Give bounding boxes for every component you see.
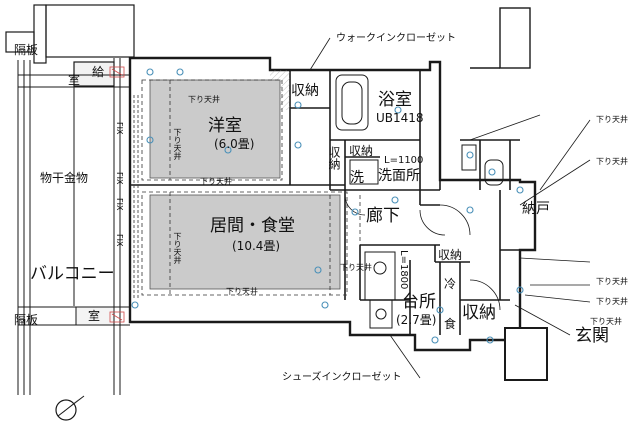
red-hatch-marks	[109, 66, 125, 323]
down-ceiling-callout-3: 下り天井	[596, 277, 628, 286]
partition-bottom-label: 隔板	[14, 313, 39, 327]
partition-top-label: 隔板	[14, 43, 39, 57]
down-ceiling-callout-4: 下り天井	[596, 297, 628, 306]
fix-label-3: FIX	[115, 198, 124, 211]
down-ceiling-inner-3: 下り天井	[226, 287, 258, 296]
entrance-box	[504, 327, 548, 381]
partition-structure-top	[5, 4, 135, 87]
entrance-label: 玄関	[575, 326, 609, 346]
fix-label-1: FIX	[115, 122, 124, 135]
walk-in-closet-label: ウォークインクローゼット	[336, 33, 456, 44]
leader-lines	[309, 37, 591, 379]
storage-top-label: 収納	[291, 83, 319, 99]
toilet	[349, 144, 504, 186]
storage-small-label: 収納	[327, 146, 341, 170]
fix-label-4: FIX	[115, 234, 124, 247]
western-room-label: 洋室	[208, 116, 242, 136]
drying-hardware-label: 物干金物	[40, 171, 89, 185]
kitchen-label: 台所	[402, 292, 436, 312]
down-ceiling-inner-5: 下り天井	[173, 128, 182, 160]
shoes-in-closet-label: シューズインクローゼット	[282, 372, 402, 383]
bathroom-unit-label: UB1418	[376, 111, 424, 125]
fix-window-lines	[133, 95, 139, 300]
door-swings	[344, 194, 501, 311]
living-room-size: (10.4畳)	[232, 239, 281, 253]
wash-label: 洗	[350, 170, 364, 186]
down-ceiling-inner-2: 下り天井	[200, 177, 232, 186]
room-bottom-label: 室	[88, 309, 101, 323]
washroom-label: 洗面所	[378, 168, 420, 184]
compass-icon	[55, 395, 85, 421]
bathroom-label: 浴室	[378, 90, 412, 110]
balcony-label: バルコニー	[30, 264, 115, 284]
closet-label: 納戸	[522, 201, 550, 217]
entrance-structure-top	[499, 7, 531, 69]
kitchen-size-label: (2.7畳)	[396, 313, 437, 327]
fixture-markers	[131, 68, 524, 344]
pantry-label: 食	[444, 317, 457, 331]
bathtub	[335, 74, 369, 131]
washroom-dim-label: L=1100	[384, 155, 424, 166]
room-box-bottom	[75, 306, 115, 326]
down-ceiling-inner-1: 下り天井	[188, 95, 220, 104]
living-room-label: 居間・食堂	[210, 216, 295, 236]
corridor-label: 廊下	[366, 206, 400, 226]
down-ceiling-inner-6: 下り天井	[173, 232, 182, 264]
entry-storage-label: 収納	[462, 303, 496, 323]
fridge-label: 冷	[444, 277, 457, 291]
down-ceiling-lines	[141, 79, 361, 296]
storage-side-label: 収納	[349, 144, 374, 158]
living-room-fill	[149, 194, 341, 290]
room-top-label: 室	[68, 73, 81, 87]
down-ceiling-inner-4: 下り天井	[340, 263, 372, 272]
down-ceiling-callout-5: 下り天井	[590, 317, 622, 326]
western-room-size: (6.0畳)	[214, 137, 255, 151]
balcony-lines	[17, 58, 130, 395]
fix-label-2: FIX	[115, 172, 124, 185]
kitchen-counter	[364, 251, 396, 329]
kitchen-dim-label: L=1800	[398, 250, 409, 290]
down-ceiling-callout-2: 下り天井	[596, 157, 628, 166]
kitchen-storage-label: 収納	[438, 248, 463, 262]
supply-label: 給	[92, 65, 105, 79]
western-room-fill	[149, 79, 281, 179]
down-ceiling-callout-1: 下り天井	[596, 115, 628, 124]
